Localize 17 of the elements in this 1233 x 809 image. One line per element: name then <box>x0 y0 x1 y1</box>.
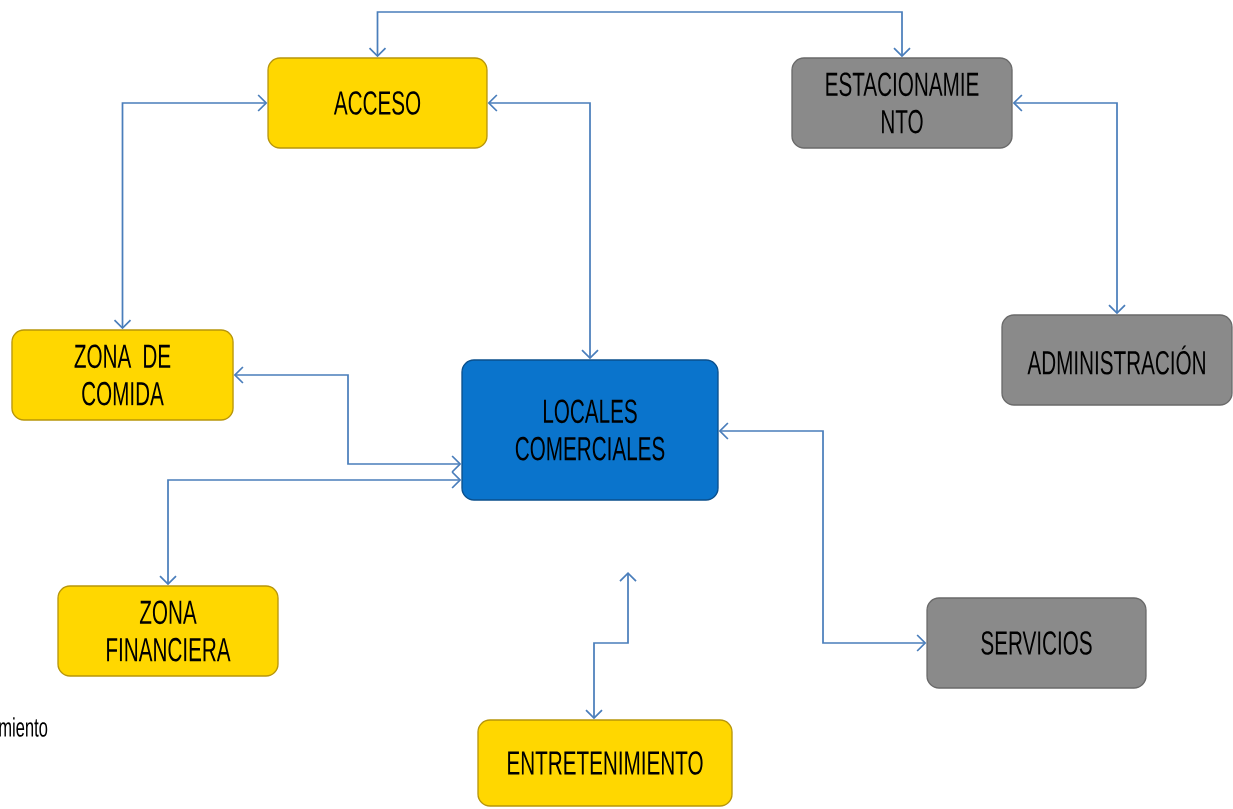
note-text: miento <box>0 717 48 737</box>
arrow <box>1012 94 1126 315</box>
central-box: LOCALES COMERCIALES <box>461 359 719 501</box>
process-box: ADMINISTRACIÓN <box>1001 314 1233 406</box>
arrow <box>233 366 462 473</box>
process-box: SERVICIOS <box>926 597 1147 689</box>
arrow <box>113 94 268 330</box>
process-box: ZONA FINANCIERA <box>57 585 279 677</box>
process-box: ESTACIONAMIE NTO <box>791 57 1013 149</box>
arrow <box>718 422 927 652</box>
process-box: ZONA DE COMIDA <box>11 329 234 421</box>
arrow <box>368 11 911 58</box>
arrow <box>159 471 462 586</box>
arrow <box>487 94 599 360</box>
process-box: ENTRETENIMIENTO <box>477 719 733 807</box>
process-box: ACCESO <box>267 57 488 149</box>
arrow <box>585 572 637 720</box>
